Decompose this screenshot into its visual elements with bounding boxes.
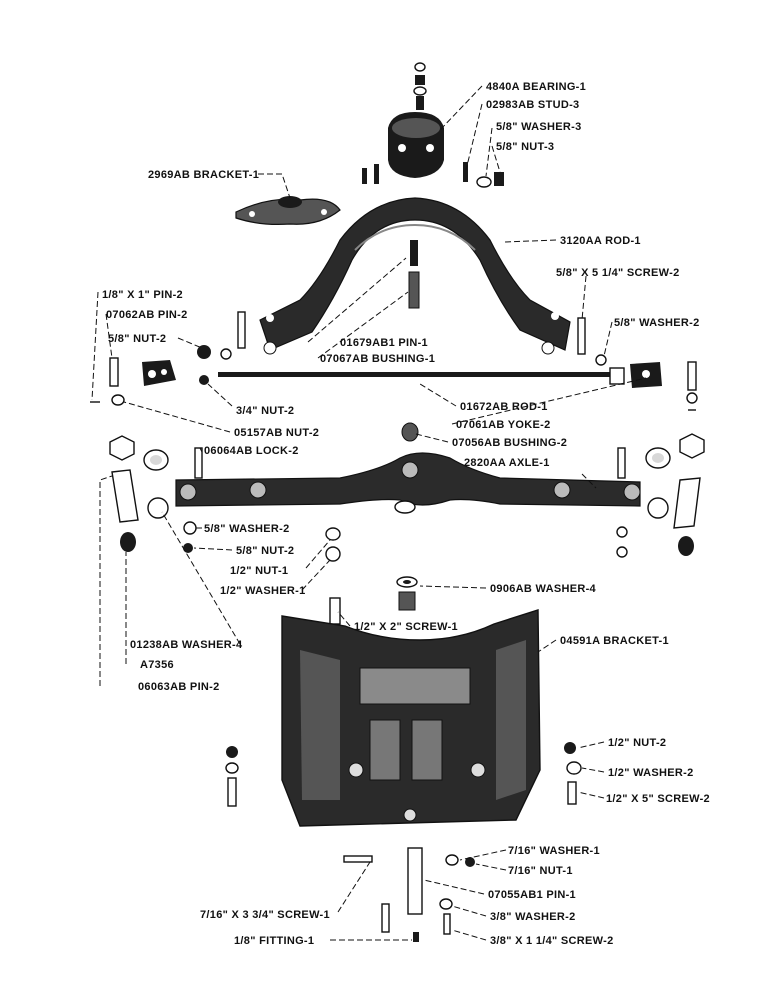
label-washer-5-8-2-lower: 5/8" WASHER-2 xyxy=(204,523,290,535)
label-pin-07062: 07062AB PIN-2 xyxy=(106,309,188,321)
label-yoke-07061: 07061AB YOKE-2 xyxy=(456,419,551,431)
label-screw-1-2-x-2: 1/2" X 2" SCREW-1 xyxy=(354,621,458,633)
label-washer-1-2-2: 1/2" WASHER-2 xyxy=(608,767,694,779)
label-screw-7-16-x-3-3-4: 7/16" X 3 3/4" SCREW-1 xyxy=(200,909,330,921)
pin-07055 xyxy=(407,847,423,915)
label-nut-5-8-2-left: 5/8" NUT-2 xyxy=(108,333,166,345)
label-pin-01679: 01679AB1 PIN-1 xyxy=(340,337,428,349)
label-washer-01238: 01238AB WASHER-4 xyxy=(130,639,243,651)
label-washer-3-8-2: 3/8" WASHER-2 xyxy=(490,911,576,923)
label-washer-5-8-3: 5/8" WASHER-3 xyxy=(496,121,582,133)
label-pin-06063: 06063AB PIN-2 xyxy=(138,681,220,693)
label-screw-5-8-x-5-1-4: 5/8" X 5 1/4" SCREW-2 xyxy=(556,267,680,279)
screw-left-vrod xyxy=(237,311,246,349)
label-fitting-1-8: 1/8" FITTING-1 xyxy=(234,935,314,947)
bracket-housing xyxy=(281,609,541,827)
bearing-assembly xyxy=(362,62,504,188)
label-stud: 02983AB STUD-3 xyxy=(486,99,579,111)
top-bracket xyxy=(235,196,341,225)
label-bracket-04591: 04591A BRACKET-1 xyxy=(560,635,669,647)
label-washer-5-8-2-right: 5/8" WASHER-2 xyxy=(614,317,700,329)
label-axle-2820: 2820AA AXLE-1 xyxy=(464,457,550,469)
label-rod-01672: 01672AB ROD-1 xyxy=(460,401,548,413)
label-bushing-07067: 07067AB BUSHING-1 xyxy=(320,353,435,365)
label-nut-3-4: 3/4" NUT-2 xyxy=(236,405,294,417)
label-lock-06064: 06064AB LOCK-2 xyxy=(204,445,299,457)
label-screw-1-2-x-5: 1/2" X 5" SCREW-2 xyxy=(606,793,710,805)
label-bearing: 4840A BEARING-1 xyxy=(486,81,586,93)
label-nut-1-2-1: 1/2" NUT-1 xyxy=(230,565,288,577)
bushing-07067 xyxy=(408,271,420,309)
label-nut-1-2-2: 1/2" NUT-2 xyxy=(608,737,666,749)
v-rod xyxy=(259,197,571,355)
label-washer-7-16: 7/16" WASHER-1 xyxy=(508,845,600,857)
leader-lines xyxy=(91,85,647,941)
label-pin-07055: 07055AB1 PIN-1 xyxy=(488,889,576,901)
label-pin-1-8-x-1: 1/8" X 1" PIN-2 xyxy=(102,289,183,301)
label-washer-0906: 0906AB WASHER-4 xyxy=(490,583,597,595)
label-nut-5-8-3: 5/8" NUT-3 xyxy=(496,141,554,153)
axle xyxy=(175,452,641,514)
label-nut-5-8-2-lower: 5/8" NUT-2 xyxy=(236,545,294,557)
long-rod xyxy=(218,372,610,377)
label-bushing-07056: 07056AB BUSHING-2 xyxy=(452,437,567,449)
label-nut-05157: 05157AB NUT-2 xyxy=(234,427,319,439)
label-washer-1-2-1: 1/2" WASHER-1 xyxy=(220,585,306,597)
label-bracket-top: 2969AB BRACKET-1 xyxy=(148,169,259,181)
part-labels: 4840A BEARING-1 02983AB STUD-3 5/8" WASH… xyxy=(102,81,710,947)
label-rod-3120: 3120AA ROD-1 xyxy=(560,235,641,247)
label-screw-3-8-x-1-1-4: 3/8" X 1 1/4" SCREW-2 xyxy=(490,935,614,947)
label-nut-7-16: 7/16" NUT-1 xyxy=(508,865,573,877)
screw-right-vrod xyxy=(577,317,586,355)
label-a7356: A7356 xyxy=(140,659,174,671)
pin-01679 xyxy=(410,240,418,266)
